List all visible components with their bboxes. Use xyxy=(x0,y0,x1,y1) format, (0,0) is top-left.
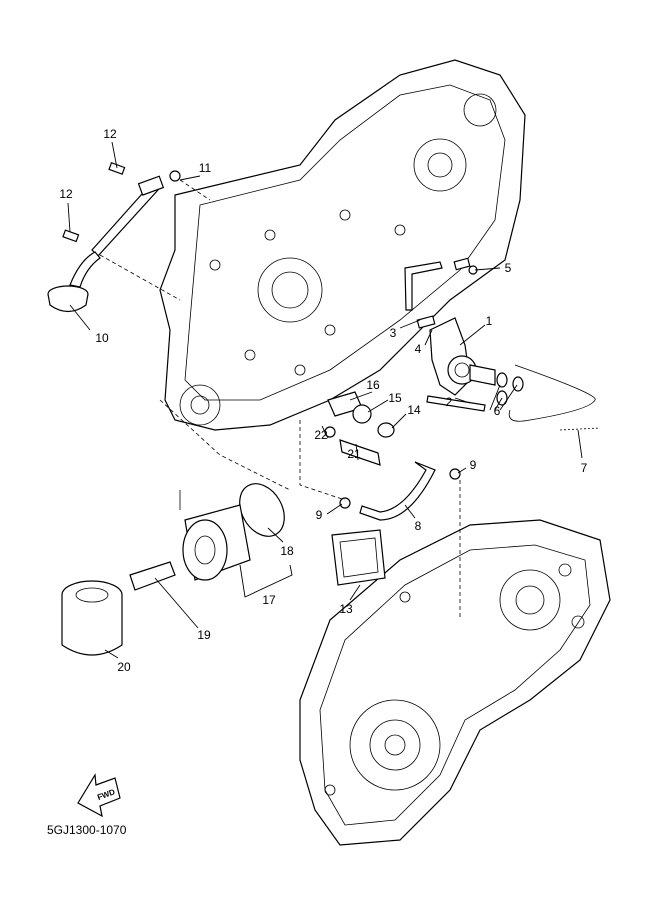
callout-18: 18 xyxy=(280,544,294,558)
crankcase-right-cover xyxy=(299,519,611,846)
callout-12a: 12 xyxy=(103,127,117,141)
callout-9b: 9 xyxy=(316,508,323,522)
callout-4: 4 xyxy=(415,342,422,356)
callout-12b: 12 xyxy=(59,187,73,201)
callout-15: 15 xyxy=(388,391,402,405)
relief-valve xyxy=(324,391,395,466)
callout-labels: 12 11 12 10 5 3 1 4 16 15 14 2 6 7 22 21… xyxy=(59,127,587,674)
callout-11: 11 xyxy=(199,161,212,175)
callout-14: 14 xyxy=(407,403,421,417)
oil-filter xyxy=(61,561,176,656)
callout-10: 10 xyxy=(95,331,109,345)
diagram-code: 5GJ1300-1070 xyxy=(47,823,127,837)
callout-8: 8 xyxy=(415,519,422,533)
callout-3: 3 xyxy=(390,326,397,340)
callout-6: 6 xyxy=(494,404,501,418)
callout-9a: 9 xyxy=(470,458,477,472)
oil-delivery-pipe xyxy=(299,420,461,620)
callout-16: 16 xyxy=(366,378,380,392)
crankcase-left xyxy=(159,59,526,431)
oil-strainer-pipe xyxy=(47,162,211,313)
callout-22: 22 xyxy=(314,428,328,442)
oil-cooler xyxy=(159,399,293,598)
callout-13: 13 xyxy=(339,602,353,616)
callout-20: 20 xyxy=(117,660,131,674)
callout-19: 19 xyxy=(197,628,211,642)
oil-strainer-screen xyxy=(331,529,386,586)
callout-1: 1 xyxy=(486,314,493,328)
fwd-arrow-icon: FWD xyxy=(77,773,121,818)
callout-7: 7 xyxy=(581,461,588,475)
callout-5: 5 xyxy=(505,261,512,275)
callout-17: 17 xyxy=(262,593,276,607)
callout-2: 2 xyxy=(446,395,453,409)
leader-lines xyxy=(67,141,583,659)
callout-21: 21 xyxy=(347,447,361,461)
